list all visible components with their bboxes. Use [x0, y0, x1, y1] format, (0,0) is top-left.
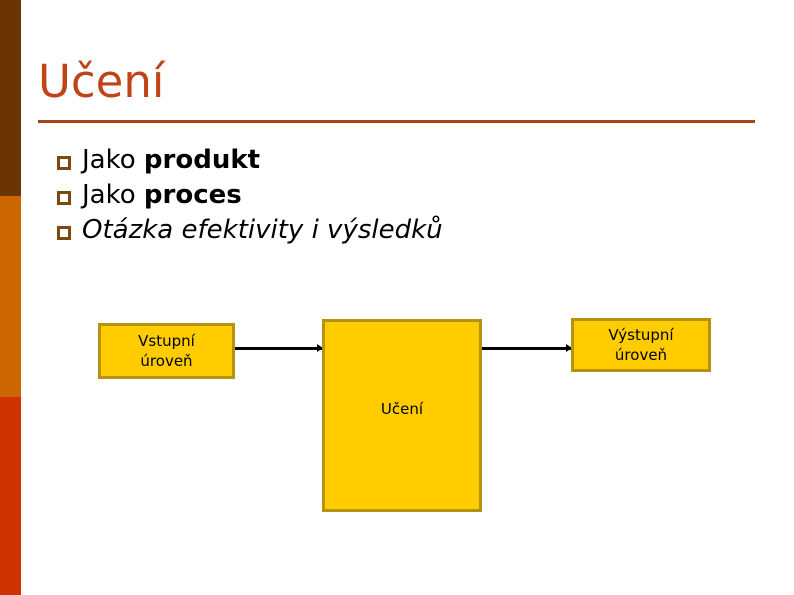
diagram-node-output-label: Výstupní úroveň [608, 325, 673, 365]
list-item: Jako proces [57, 178, 757, 213]
input-line-2: úroveň [140, 352, 193, 370]
sidebar-segment-top [0, 0, 21, 196]
square-bullet-icon [57, 156, 71, 170]
diagram-node-input-label: Vstupní úroveň [138, 331, 195, 371]
square-bullet-icon [57, 226, 71, 240]
connector-center-to-output [482, 347, 571, 350]
output-line-2: úroveň [614, 346, 668, 364]
diagram-node-output: Výstupní úroveň [571, 318, 711, 372]
bullet-emphasis-1: produkt [143, 145, 261, 175]
arrowhead-icon-into-output [566, 344, 572, 352]
diagram-node-center-label: Učení [380, 400, 424, 418]
sidebar-segment-bottom [0, 397, 21, 595]
diagram-node-input: Vstupní úroveň [98, 323, 235, 379]
output-line-1: Výstupní [608, 326, 674, 344]
bullet-emphasis-2: proces [143, 180, 242, 210]
sidebar-segment-middle [0, 196, 21, 397]
list-item: Jako produkt [57, 143, 757, 178]
title-underline-rule [38, 120, 755, 123]
bullet-lead-1: Jako [82, 145, 144, 175]
bullet-text-3: Otázka efektivity i výsledků [82, 215, 443, 245]
input-line-1: Vstupní [138, 332, 195, 350]
decorative-sidebar [0, 0, 21, 595]
bullet-list: Jako produkt Jako proces Otázka efektivi… [57, 143, 757, 248]
list-item: Otázka efektivity i výsledků [57, 213, 757, 248]
slide-title: Učení [38, 55, 165, 108]
bullet-lead-2: Jako [82, 180, 144, 210]
connector-input-to-center [235, 347, 322, 350]
bullet-text-1: Jako produkt [82, 143, 260, 178]
square-bullet-icon [57, 191, 71, 205]
bullet-text-2: Jako proces [82, 178, 242, 213]
arrowhead-icon-into-center [317, 344, 323, 352]
diagram-node-center: Učení [322, 319, 482, 512]
